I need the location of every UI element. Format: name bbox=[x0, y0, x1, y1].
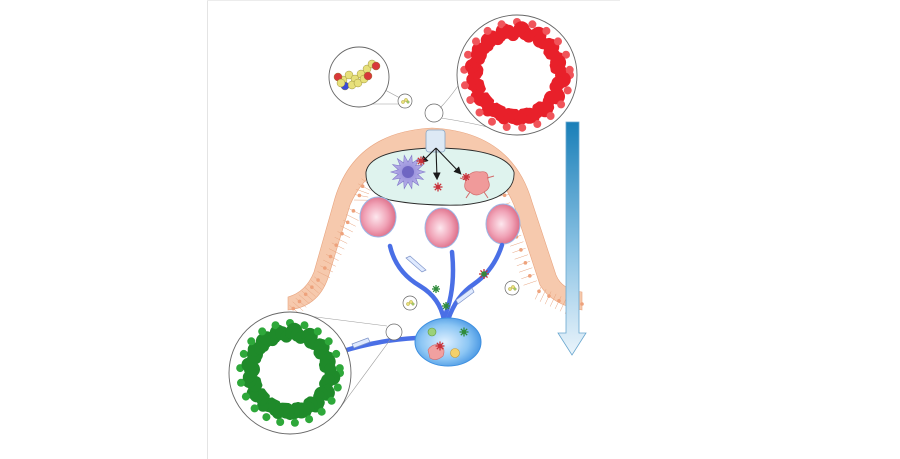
panel-top-border bbox=[207, 0, 620, 1]
macrophage-cell bbox=[459, 171, 495, 199]
lymphatic-vessels bbox=[337, 242, 505, 355]
chemical-molecule-icon bbox=[328, 46, 390, 108]
molecule-mini-icons bbox=[401, 98, 517, 306]
panel-left-border bbox=[207, 0, 208, 459]
green-capsid-ring-icon bbox=[228, 311, 352, 435]
uptake-arrows bbox=[420, 147, 462, 181]
flow-indicators bbox=[351, 255, 475, 349]
lymph-node bbox=[414, 317, 482, 367]
gradient-down-arrow-icon bbox=[557, 121, 587, 356]
lymphoid-follicles bbox=[359, 196, 521, 249]
m-cell bbox=[425, 129, 446, 153]
red-capsid-ring-icon bbox=[456, 14, 578, 136]
molecule-markers bbox=[385, 93, 520, 341]
dendritic-cell bbox=[389, 154, 427, 190]
